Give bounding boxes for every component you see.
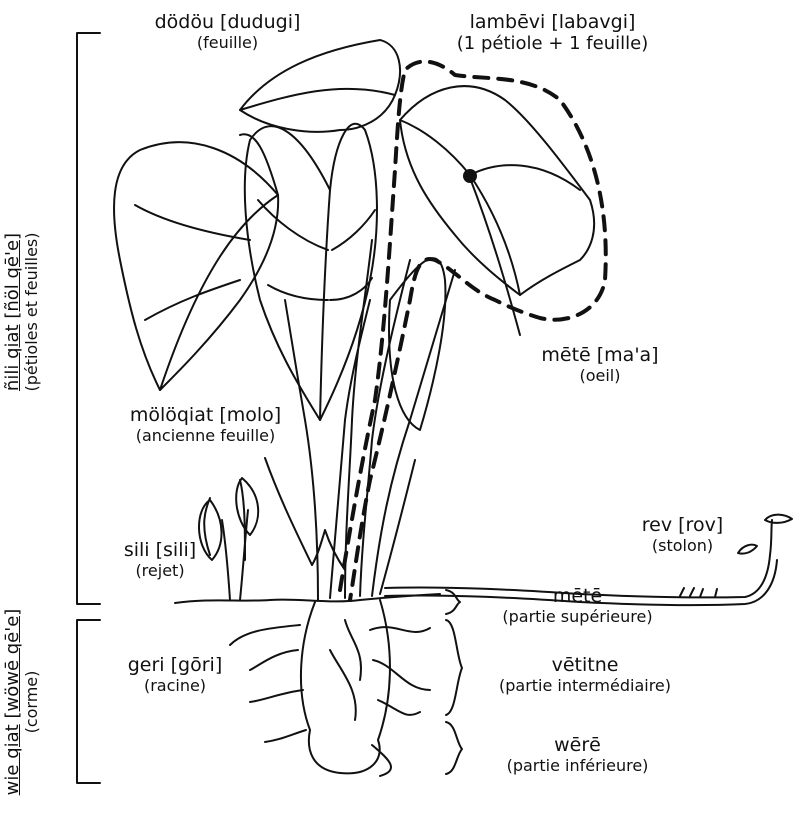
label-middle-part-name: vētitne xyxy=(460,655,710,677)
label-stolon: rev [rov] (stolon) xyxy=(625,515,740,555)
label-middle-part-fr: (partie intermédiaire) xyxy=(460,677,710,695)
label-root-fr: (racine) xyxy=(105,677,245,695)
label-bottom-part-name: wērē xyxy=(465,735,690,757)
label-sucker: sili [sili] (rejet) xyxy=(105,540,215,580)
label-leaf-name: dödöu [dudugi] xyxy=(120,12,335,34)
label-sucker-fr: (rejet) xyxy=(105,562,215,580)
label-sucker-name: sili [sili] xyxy=(105,540,215,562)
side-upper-fr: (pétioles et feuilles) xyxy=(23,152,41,472)
leader-old-leaf xyxy=(265,458,312,565)
label-leaf-fr: (feuille) xyxy=(120,34,335,52)
leaf-right xyxy=(400,86,594,295)
label-eye-fr: (oeil) xyxy=(510,367,690,385)
side-label-upper: ñili qiat [ñöl qē'e] (pétioles et feuill… xyxy=(3,152,47,472)
side-upper-name-a: ñili qiat xyxy=(2,324,23,391)
side-upper-name-b: [ñöl qē'e] xyxy=(2,233,23,319)
bracket-upper xyxy=(77,33,100,604)
label-lambevi-fr: (1 pétiole + 1 feuille) xyxy=(430,34,675,55)
leaf-folded xyxy=(389,258,445,430)
label-bottom-part-fr: (partie inférieure) xyxy=(465,757,690,775)
label-leaf: dödöu [dudugi] (feuille) xyxy=(120,12,335,52)
side-lower-name-a: wie qiat xyxy=(2,724,23,795)
leader-eye xyxy=(470,178,520,335)
corm xyxy=(301,600,390,773)
leaf-center xyxy=(245,124,377,420)
label-old-leaf-fr: (ancienne feuille) xyxy=(108,427,303,445)
stolon-tip-leaf xyxy=(765,515,792,523)
label-middle-part: vētitne (partie intermédiaire) xyxy=(460,655,710,695)
brace-bottom xyxy=(446,722,462,774)
label-lambevi-name: lambēvi [labavgi] xyxy=(430,12,675,34)
label-old-leaf: mölöqiat [molo] (ancienne feuille) xyxy=(108,405,303,445)
label-top-part-name: mētē xyxy=(465,586,690,608)
label-eye: mētē [ma'a] (oeil) xyxy=(510,345,690,385)
label-bottom-part: wērē (partie inférieure) xyxy=(465,735,690,775)
leaf-back xyxy=(240,40,400,132)
roots xyxy=(230,620,430,776)
side-label-lower: wie qiat [wöwē qē'e] (corme) xyxy=(3,572,47,832)
eye-dot xyxy=(463,169,477,183)
label-stolon-name: rev [rov] xyxy=(625,515,740,537)
brace-top xyxy=(446,590,460,614)
side-lower-fr: (corme) xyxy=(23,572,41,832)
label-lambevi: lambēvi [labavgi] (1 pétiole + 1 feuille… xyxy=(430,12,675,55)
label-eye-name: mētē [ma'a] xyxy=(510,345,690,367)
lambevi-outline xyxy=(340,62,606,600)
label-root: geri [gōri] (racine) xyxy=(105,655,245,695)
label-root-name: geri [gōri] xyxy=(105,655,245,677)
label-old-leaf-name: mölöqiat [molo] xyxy=(108,405,303,427)
stolon-small-leaf xyxy=(738,545,757,554)
label-top-part: mētē (partie supérieure) xyxy=(465,586,690,626)
bracket-lower xyxy=(77,620,100,783)
label-top-part-fr: (partie supérieure) xyxy=(465,608,690,626)
side-lower-name-b: [wöwē qē'e] xyxy=(2,609,23,719)
label-stolon-fr: (stolon) xyxy=(625,537,740,555)
